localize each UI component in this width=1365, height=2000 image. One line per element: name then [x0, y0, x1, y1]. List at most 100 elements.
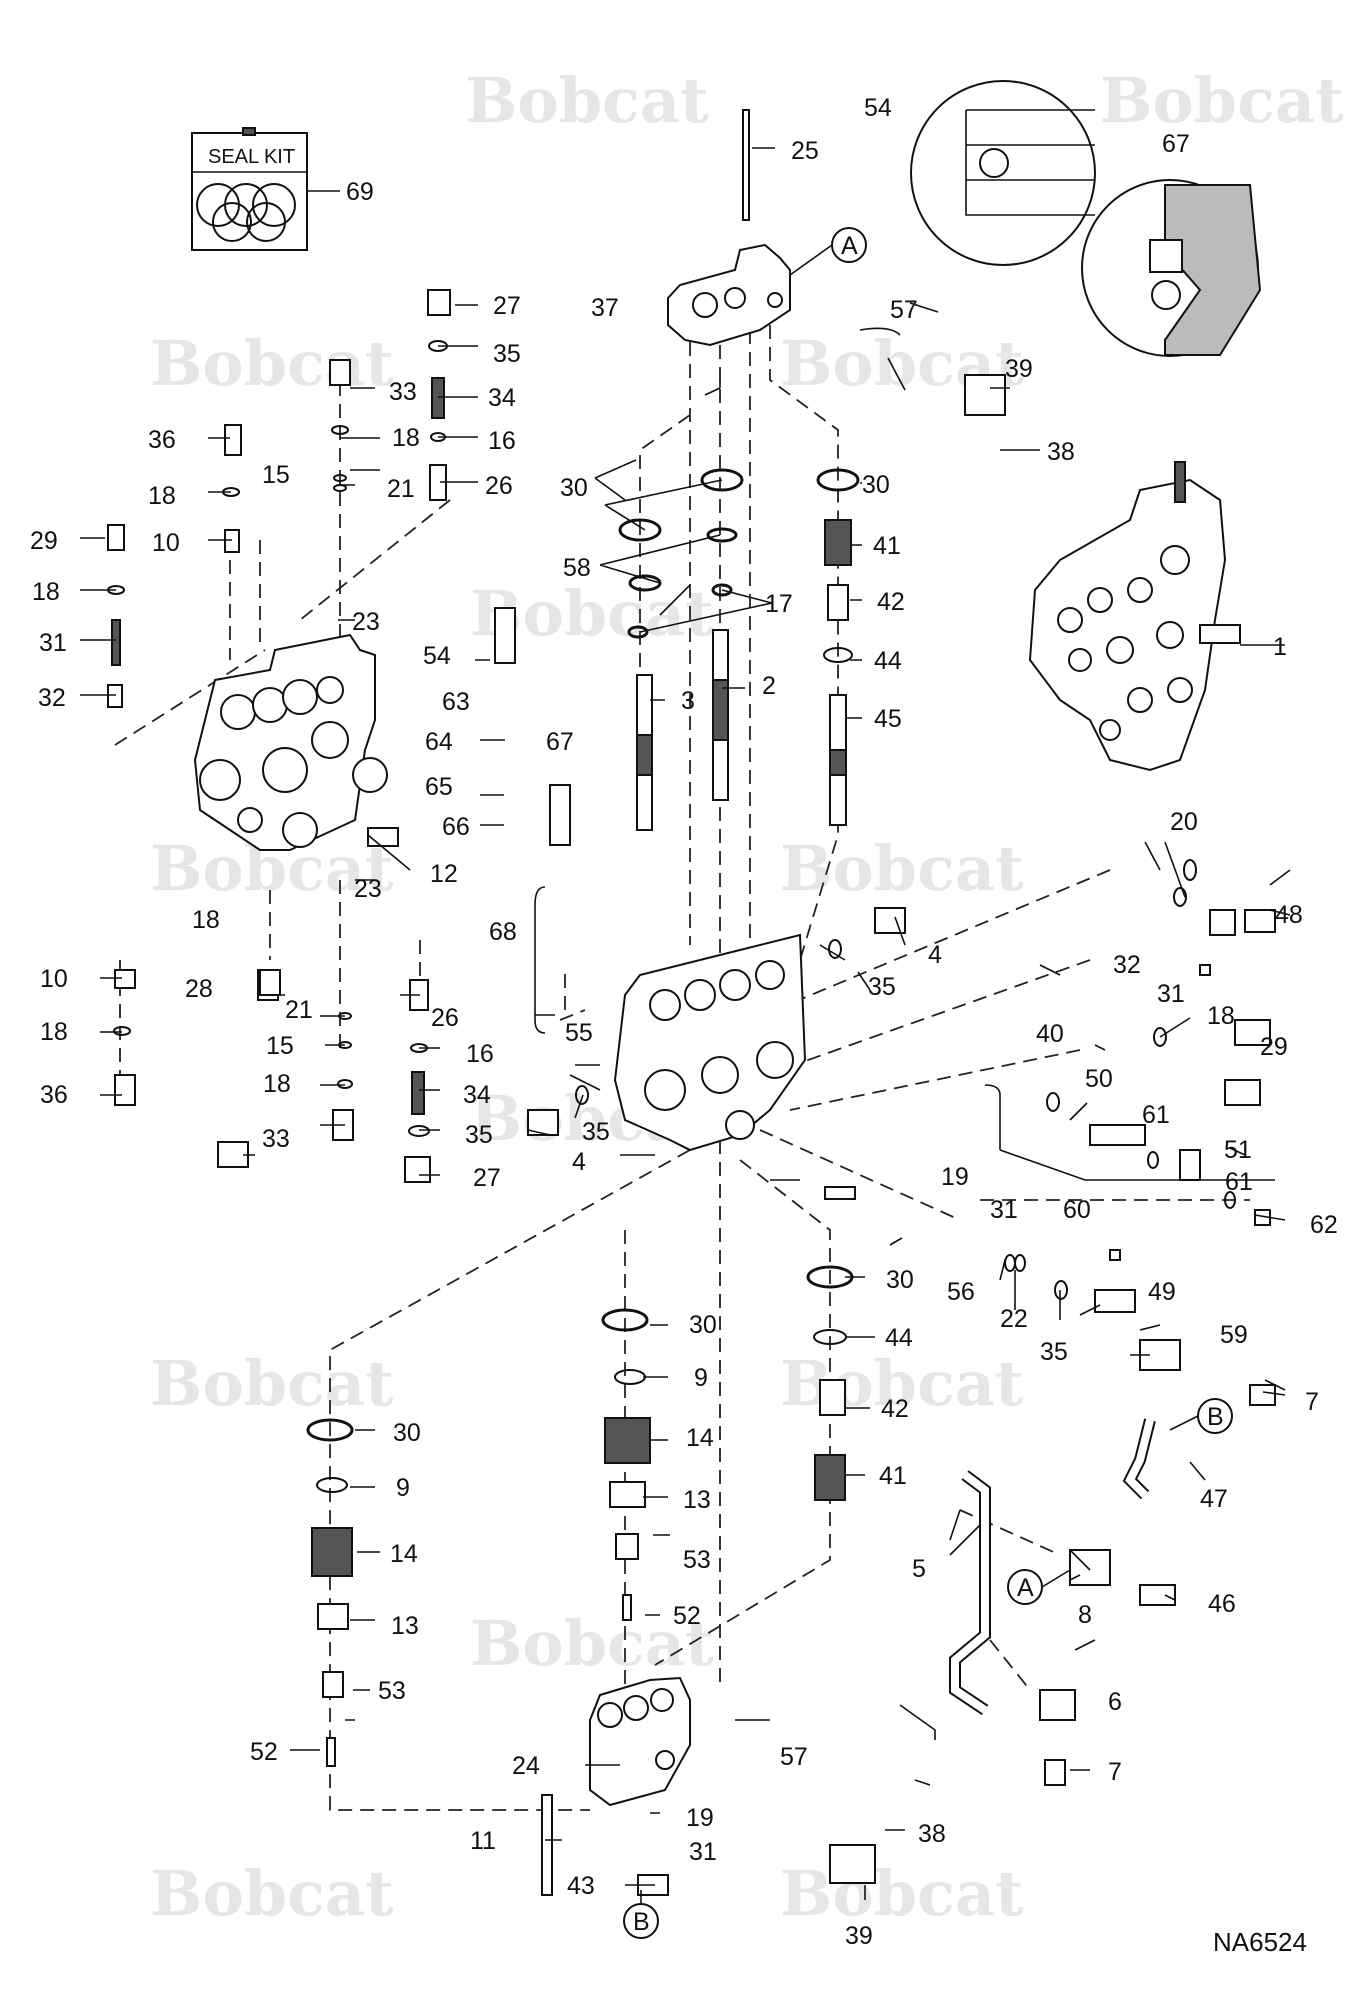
seal-kit-box: SEAL KIT: [191, 127, 308, 251]
part-label-33: 33: [389, 378, 417, 406]
part-label-3: 3: [681, 687, 695, 715]
part-label-55: 55: [565, 1019, 593, 1047]
part-label-30: 30: [560, 474, 588, 502]
part-label-63: 63: [442, 688, 470, 716]
part-label-29: 29: [1260, 1033, 1288, 1061]
part-label-38: 38: [1047, 438, 1075, 466]
part-label-44: 44: [885, 1324, 913, 1352]
part-label-56: 56: [947, 1278, 975, 1306]
part-label-4: 4: [928, 941, 942, 969]
part-label-67: 67: [546, 728, 574, 756]
part-label-38: 38: [918, 1820, 946, 1848]
part-label-68: 68: [489, 918, 517, 946]
watermark: Bobcat: [780, 832, 1024, 905]
part-label-31: 31: [689, 1838, 717, 1866]
watermark: Bobcat: [780, 1857, 1024, 1930]
part-label-14: 14: [686, 1424, 714, 1452]
part-label-15: 15: [266, 1032, 294, 1060]
part-label-26: 26: [485, 472, 513, 500]
leader-lines: [80, 147, 1291, 1900]
part-label-21: 21: [285, 996, 313, 1024]
part-label-15: 15: [262, 461, 290, 489]
part-label-35: 35: [582, 1118, 610, 1146]
part-label-30: 30: [393, 1419, 421, 1447]
part-label-27: 27: [473, 1164, 501, 1192]
part-label-18: 18: [392, 424, 420, 452]
part-label-9: 9: [396, 1474, 410, 1502]
fittings-right: [217, 374, 1276, 1884]
part-label-10: 10: [152, 529, 180, 557]
part-label-18: 18: [192, 906, 220, 934]
part-label-41: 41: [873, 532, 901, 560]
part-label-57: 57: [780, 1743, 808, 1771]
part-label-18: 18: [148, 482, 176, 510]
part-label-35: 35: [465, 1121, 493, 1149]
valve-body-upper: [193, 633, 388, 851]
watermark: Bobcat: [1100, 64, 1344, 137]
part-label-28: 28: [185, 975, 213, 1003]
part-label-67: 67: [1162, 130, 1190, 158]
assembled-valve: [1028, 461, 1241, 772]
callout-a: A: [1017, 1574, 1034, 1602]
part-label-1: 1: [1273, 633, 1287, 661]
part-label-57: 57: [890, 296, 918, 324]
part-label-53: 53: [683, 1546, 711, 1574]
callout-b: B: [633, 1908, 650, 1936]
part-label-18: 18: [40, 1018, 68, 1046]
part-label-53: 53: [378, 1677, 406, 1705]
part-label-36: 36: [40, 1081, 68, 1109]
part-label-6: 6: [1108, 1688, 1122, 1716]
part-label-61: 61: [1142, 1101, 1170, 1129]
detail-circle-54: [910, 80, 1096, 266]
part-label-11: 11: [470, 1827, 496, 1855]
part-label-69: 69: [346, 178, 374, 206]
part-label-19: 19: [686, 1804, 714, 1832]
part-label-48: 48: [1275, 901, 1303, 929]
part-label-16: 16: [488, 427, 516, 455]
part-label-12: 12: [430, 860, 458, 888]
valve-body-middle: [613, 933, 807, 1152]
part-label-16: 16: [466, 1040, 494, 1068]
part-labels: 1 2 3 4 4 5 6 7 7 8 9 9 10 10 11 12 13 1…: [30, 94, 1338, 1957]
part-label-35: 35: [1040, 1338, 1068, 1366]
part-label-35: 35: [868, 973, 896, 1001]
part-label-31: 31: [1157, 980, 1185, 1008]
part-label-65: 65: [425, 773, 453, 801]
part-label-31: 31: [39, 629, 67, 657]
part-label-51: 51: [1224, 1136, 1252, 1164]
part-label-30: 30: [689, 1311, 717, 1339]
part-label-66: 66: [442, 813, 470, 841]
watermark: Bobcat: [150, 1857, 394, 1930]
part-label-29: 29: [30, 527, 58, 555]
part-label-31: 31: [990, 1196, 1018, 1224]
part-label-42: 42: [881, 1395, 909, 1423]
part-label-32: 32: [38, 684, 66, 712]
seal-kit-label: SEAL KIT: [208, 146, 295, 168]
part-label-4: 4: [572, 1148, 586, 1176]
part-label-43: 43: [567, 1872, 595, 1900]
valve-body-lower: [589, 1676, 691, 1807]
part-label-32: 32: [1113, 951, 1141, 979]
part-label-61: 61: [1225, 1168, 1253, 1196]
part-label-20: 20: [1170, 808, 1198, 836]
part-label-25: 25: [791, 137, 819, 165]
part-label-33: 33: [262, 1125, 290, 1153]
part-label-40: 40: [1036, 1020, 1064, 1048]
part-label-59: 59: [1220, 1321, 1248, 1349]
spools: [636, 109, 847, 831]
part-label-23: 23: [352, 608, 380, 636]
part-label-54: 54: [864, 94, 892, 122]
callouts: A A B B: [623, 227, 1233, 1939]
part-label-17: 17: [765, 590, 793, 618]
callout-b: B: [1207, 1403, 1224, 1431]
part-label-47: 47: [1200, 1485, 1228, 1513]
part-label-44: 44: [874, 647, 902, 675]
top-block: [667, 243, 791, 347]
part-label-24: 24: [512, 1752, 540, 1780]
part-label-27: 27: [493, 292, 521, 320]
part-label-7: 7: [1305, 1388, 1319, 1416]
part-label-49: 49: [1148, 1278, 1176, 1306]
part-label-58: 58: [563, 554, 591, 582]
part-label-62: 62: [1310, 1211, 1338, 1239]
